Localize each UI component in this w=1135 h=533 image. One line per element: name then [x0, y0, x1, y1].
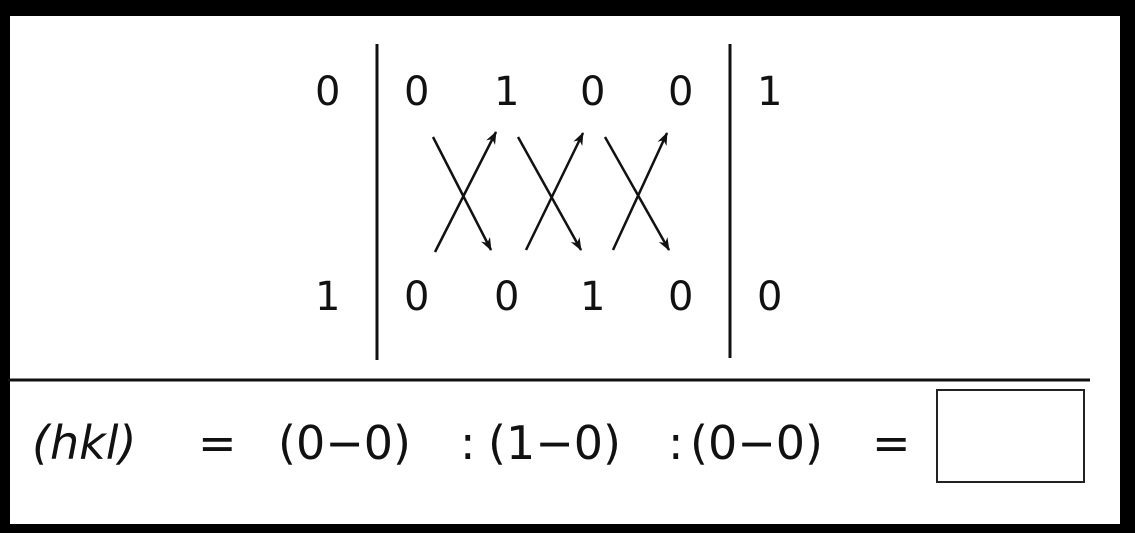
bottom-digit-3: 1 — [580, 274, 605, 320]
arrow-up-3 — [611, 132, 669, 251]
arrow-down-3 — [603, 136, 671, 251]
colon-2: : — [668, 416, 684, 470]
top-digit-1: 0 — [404, 69, 429, 115]
arrow-down-1 — [431, 136, 493, 251]
right-top-digit: 1 — [757, 69, 782, 115]
top-digit-4: 0 — [668, 69, 693, 115]
term-k: (1−0) — [488, 416, 621, 470]
arrow-down-2 — [516, 136, 583, 251]
term-l: (0−0) — [690, 416, 823, 470]
answer-box[interactable] — [936, 389, 1085, 483]
arrow-up-2 — [524, 132, 585, 251]
bottom-digit-2: 0 — [494, 274, 519, 320]
top-digit-3: 0 — [580, 69, 605, 115]
bottom-digit-4: 0 — [668, 274, 693, 320]
diagram-panel — [10, 16, 1120, 524]
term-h: (0−0) — [278, 416, 411, 470]
left-bottom-digit: 1 — [315, 274, 340, 320]
bottom-digit-1: 0 — [404, 274, 429, 320]
equals-sign: = — [198, 416, 237, 470]
arrow-up-1 — [433, 131, 498, 253]
left-top-digit: 0 — [315, 69, 340, 115]
hkl-label: (hkl) — [32, 416, 136, 470]
colon-1: : — [460, 416, 476, 470]
top-digit-2: 1 — [494, 69, 519, 115]
equals-sign-2: = — [872, 416, 911, 470]
right-bottom-digit: 0 — [757, 274, 782, 320]
